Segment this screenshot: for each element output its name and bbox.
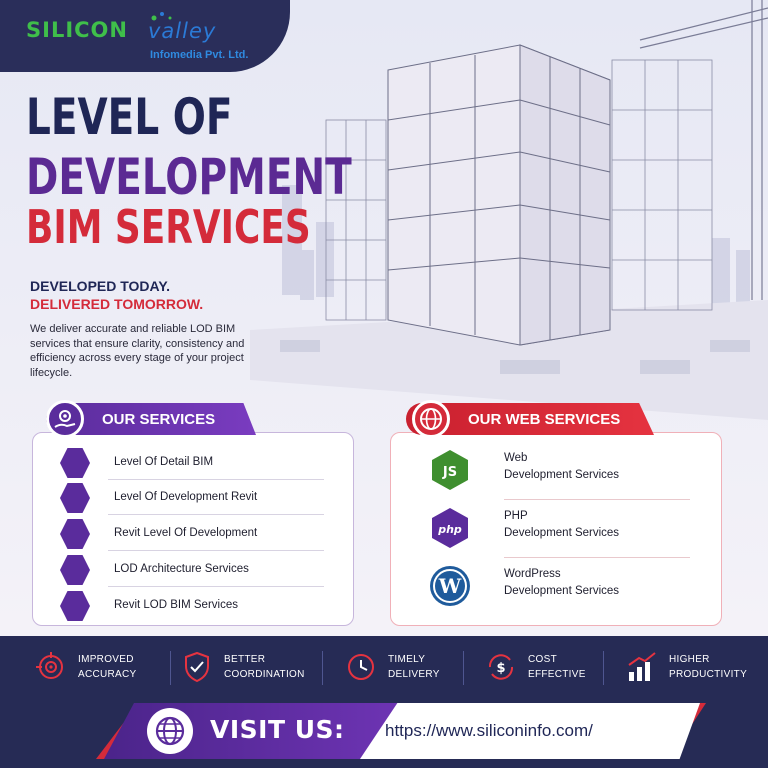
www-globe-icon (147, 708, 193, 754)
feature-item: IMPROVED ACCURACY (34, 648, 164, 688)
document-search-icon (60, 448, 90, 478)
feature-line-1: BETTER (224, 654, 266, 665)
description-text: We deliver accurate and reliable LOD BIM… (30, 323, 245, 379)
divider (463, 651, 464, 685)
our-services-title: OUR SERVICES (102, 411, 216, 428)
tagline-line-1: DEVELOPED TODAY. (30, 278, 171, 294)
feature-line-2: EFFECTIVE (528, 669, 586, 680)
service-item-label: Level Of Detail BIM (114, 456, 214, 468)
construction-background (0, 0, 768, 636)
feature-item: BETTER COORDINATION (180, 648, 320, 688)
feature-line-1: COST (528, 654, 557, 665)
url-band[interactable] (360, 703, 700, 759)
company-logo[interactable]: SILICON valley Infomedia Pvt. Ltd. (0, 0, 290, 72)
feature-item: $ COST EFFECTIVE (484, 648, 594, 688)
web-service-item[interactable]: php PHP Development Services (428, 502, 690, 558)
growth-chart-icon (628, 652, 656, 681)
target-icon (36, 652, 63, 679)
feature-item: TIMELY DELIVERY (344, 648, 454, 688)
divider (504, 557, 690, 558)
web-service-subtitle: Development Services (504, 585, 620, 597)
feature-line-1: TIMELY (388, 654, 426, 665)
svg-text:JS: JS (442, 465, 457, 480)
feature-line-1: IMPROVED (78, 654, 134, 665)
divider (108, 550, 324, 551)
feature-line-2: ACCURACY (78, 669, 137, 680)
service-item[interactable]: Level Of Development Revit (60, 481, 324, 515)
divider (108, 586, 324, 587)
svg-text:$: $ (496, 661, 505, 676)
web-service-item[interactable]: JS Web Development Services (428, 444, 690, 500)
website-link[interactable]: https://www.siliconinfo.com/ (385, 721, 593, 740)
service-item-label: Revit LOD BIM Services (114, 599, 238, 611)
clock-icon (348, 654, 374, 680)
shield-check-icon (185, 651, 209, 683)
service-item[interactable]: Revit Level Of Development (60, 517, 324, 551)
globe-icon (412, 400, 450, 438)
service-item-label: LOD Architecture Services (114, 563, 249, 575)
service-item[interactable]: LOD Architecture Services (60, 553, 324, 587)
service-item-label: Level Of Development Revit (114, 491, 258, 503)
feature-line-2: PRODUCTIVITY (669, 669, 748, 680)
service-item[interactable]: Level Of Detail BIM (60, 446, 324, 480)
gear-hand-icon (46, 400, 84, 438)
service-item-label: Revit Level Of Development (114, 527, 258, 539)
tagline-line-2: DELIVERED TOMORROW. (30, 296, 204, 312)
logo-subtitle: Infomedia Pvt. Ltd. (150, 49, 249, 61)
web-services-title: OUR WEB SERVICES (468, 411, 621, 428)
logo-dots-icon (151, 12, 172, 21)
headline-line-2: DEVELOPMENT (26, 148, 352, 206)
visit-us-label: VISIT US: (210, 715, 345, 744)
revit-r-icon (60, 519, 90, 549)
divider (108, 479, 324, 480)
web-service-item[interactable]: W WordPress Development Services (428, 560, 690, 616)
divider (108, 514, 324, 515)
php-icon: php (432, 508, 468, 548)
layers-icon (60, 591, 90, 621)
service-item[interactable]: Revit LOD BIM Services (60, 589, 324, 623)
web-service-subtitle: Development Services (504, 469, 620, 481)
feature-line-1: HIGHER (669, 654, 710, 665)
cube-icon (60, 483, 90, 513)
headline-line-3: BIM SERVICES (26, 200, 311, 254)
headline-line-1: LEVEL OF (26, 88, 233, 146)
divider (603, 651, 604, 685)
feature-line-2: COORDINATION (224, 669, 305, 680)
wordpress-icon: W (430, 566, 470, 606)
logo-word-valley: valley (148, 19, 217, 43)
logo-word-silicon: SILICON (26, 18, 128, 42)
nodejs-icon: JS (432, 450, 468, 490)
svg-text:W: W (438, 574, 462, 598)
divider (322, 651, 323, 685)
web-service-name: PHP (504, 510, 528, 522)
web-service-name: Web (504, 452, 528, 464)
web-service-name: WordPress (504, 568, 561, 580)
divider (170, 651, 171, 685)
feature-item: HIGHER PRODUCTIVITY (625, 648, 755, 688)
divider (504, 499, 690, 500)
feature-line-2: DELIVERY (388, 669, 440, 680)
dollar-cycle-icon: $ (488, 654, 514, 680)
buildings-icon (60, 555, 90, 585)
web-service-subtitle: Development Services (504, 527, 620, 539)
svg-text:php: php (437, 523, 462, 536)
